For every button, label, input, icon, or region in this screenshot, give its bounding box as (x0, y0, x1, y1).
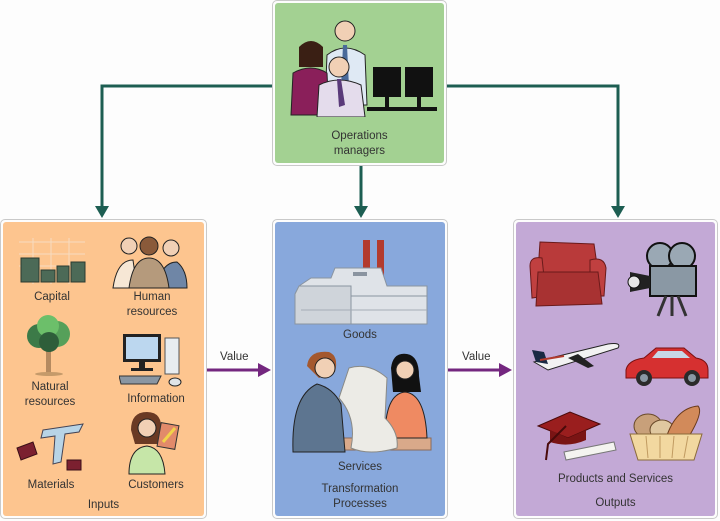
factory-illustration (294, 240, 428, 325)
woman-holding-product-illustration (128, 412, 180, 475)
money-stacks-chart-illustration (19, 238, 86, 284)
input-label-information: Information (127, 393, 185, 405)
input-label-natural-line2: resources (24, 396, 76, 408)
managers-label-line1: Operations (331, 130, 388, 142)
bread-basket-illustration (629, 405, 703, 461)
airplane-illustration (532, 343, 620, 371)
input-label-human-line2: resources (126, 306, 178, 318)
steel-beam-and-bricks-illustration (16, 423, 84, 471)
value-label-2: Value (462, 351, 491, 363)
managers-label-line2: managers (333, 145, 386, 157)
input-label-customers: Customers (128, 479, 184, 491)
operations-managers-box: Operations managers (272, 0, 447, 166)
value-arrow-inputs-to-transformation (207, 363, 271, 377)
outputs-box: Products and Services Outputs (513, 219, 718, 519)
desktop-computer-illustration (119, 334, 182, 387)
value-arrow-transformation-to-outputs (448, 363, 512, 377)
transform-title-line1: Transformation (321, 483, 399, 495)
tailor-and-customer-illustration (292, 351, 432, 453)
transform-title-line2: Processes (333, 498, 387, 510)
tree-illustration (27, 315, 70, 376)
outputs-subtitle: Products and Services (557, 473, 674, 485)
transformation-processes-box: Goods Services Transformation Processes (272, 219, 448, 519)
manager-connector-right (447, 84, 625, 218)
red-car-illustration (625, 347, 709, 386)
input-label-capital: Capital (34, 291, 70, 303)
office-team-at-computers-illustration (290, 20, 437, 117)
outputs-title: Outputs (595, 497, 636, 509)
armchair-illustration (529, 241, 607, 307)
graduation-cap-diploma-illustration (536, 411, 617, 461)
input-label-human-line1: Human (133, 291, 171, 303)
movie-camera-illustration (627, 242, 697, 317)
transform-label-goods: Goods (343, 329, 377, 341)
inputs-title: Inputs (87, 499, 120, 511)
manager-connector-center (354, 166, 368, 218)
input-label-natural-line1: Natural (31, 381, 69, 393)
manager-connector-left (95, 84, 272, 218)
inputs-box: Capital Human resources Natural resource… (0, 219, 207, 519)
transform-label-services: Services (337, 461, 383, 473)
input-label-materials: Materials (27, 479, 75, 491)
value-label-1: Value (220, 351, 249, 363)
group-of-people-illustration (112, 236, 188, 289)
